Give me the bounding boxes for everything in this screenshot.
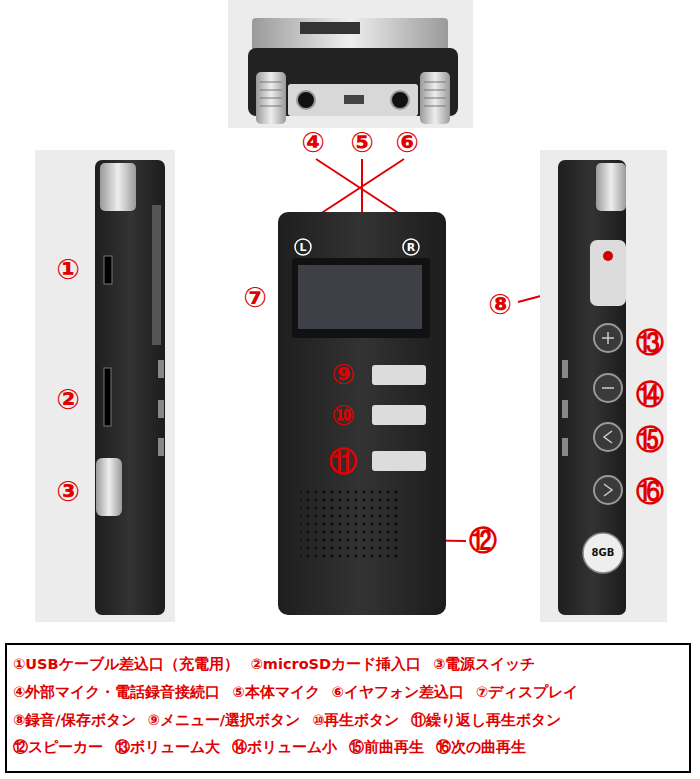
notes-line: ⑫スピーカー ⑬ボリューム大 ⑭ボリューム小 ⑮前曲再生 ⑯次の曲再生 — [13, 737, 683, 759]
part-description: ⑨メニュー/選択ボタン — [148, 710, 301, 732]
part-description: ①USBケーブル差込口（充電用） — [13, 654, 239, 676]
part-description: ⑥イヤフォン差込口 — [332, 682, 464, 704]
callout-number: ⑯ — [636, 478, 664, 506]
callout-number: ③ — [56, 478, 80, 506]
callout-number: ⑧ — [488, 291, 512, 319]
part-description: ⑧録音/保存ボタン — [13, 710, 136, 732]
part-description: ⑯次の曲再生 — [436, 737, 526, 759]
notes-line: ⑧録音/保存ボタン ⑨メニュー/選択ボタン ⑩再生ボタン ⑪繰り返し再生ボタン — [13, 710, 683, 732]
callout-number: ⑦ — [243, 284, 267, 312]
callout-number: ⑬ — [636, 329, 664, 357]
part-description: ⑪繰り返し再生ボタン — [411, 710, 561, 732]
channel-mark: L — [299, 242, 306, 253]
left-side-view — [35, 150, 175, 622]
capacity-mark: 8GB — [592, 548, 615, 558]
callout-number: ⑭ — [636, 381, 664, 409]
part-description: ⑩再生ボタン — [312, 710, 399, 732]
callout-number: ⑨ — [331, 361, 355, 389]
top-view — [228, 0, 473, 128]
channel-mark: R — [407, 242, 415, 253]
callout-number: ④ — [301, 129, 325, 157]
callout-number: ⑪ — [329, 448, 357, 476]
part-description: ③電源スイッチ — [433, 654, 535, 676]
callout-number: ⑤ — [350, 129, 374, 157]
part-description: ⑮前曲再生 — [349, 737, 424, 759]
part-description: ⑭ボリューム小 — [232, 737, 337, 759]
callout-number: ⑩ — [331, 402, 355, 430]
notes-line: ①USBケーブル差込口（充電用） ②microSDカード挿入口 ③電源スイッチ — [13, 654, 683, 676]
callout-number: ⑫ — [469, 527, 497, 555]
callout-number: ① — [56, 256, 80, 284]
notes-line: ④外部マイク・電話録音接続口 ⑤本体マイク ⑥イヤフォン差込口 ⑦ディスプレイ — [13, 682, 683, 704]
part-description: ⑬ボリューム大 — [115, 737, 220, 759]
part-description: ⑦ディスプレイ — [476, 682, 578, 704]
part-description: ②microSDカード挿入口 — [251, 654, 422, 676]
part-description: ④外部マイク・電話録音接続口 — [13, 682, 220, 704]
right-side-view — [540, 150, 667, 622]
callout-number: ⑮ — [636, 426, 664, 454]
front-view — [278, 212, 446, 615]
part-description: ⑤本体マイク — [232, 682, 319, 704]
notes-box: ①USBケーブル差込口（充電用） ②microSDカード挿入口 ③電源スイッチ ④外部… — [5, 643, 691, 773]
callout-number: ② — [56, 386, 80, 414]
part-description: ⑫スピーカー — [13, 737, 103, 759]
callout-number: ⑥ — [395, 129, 419, 157]
